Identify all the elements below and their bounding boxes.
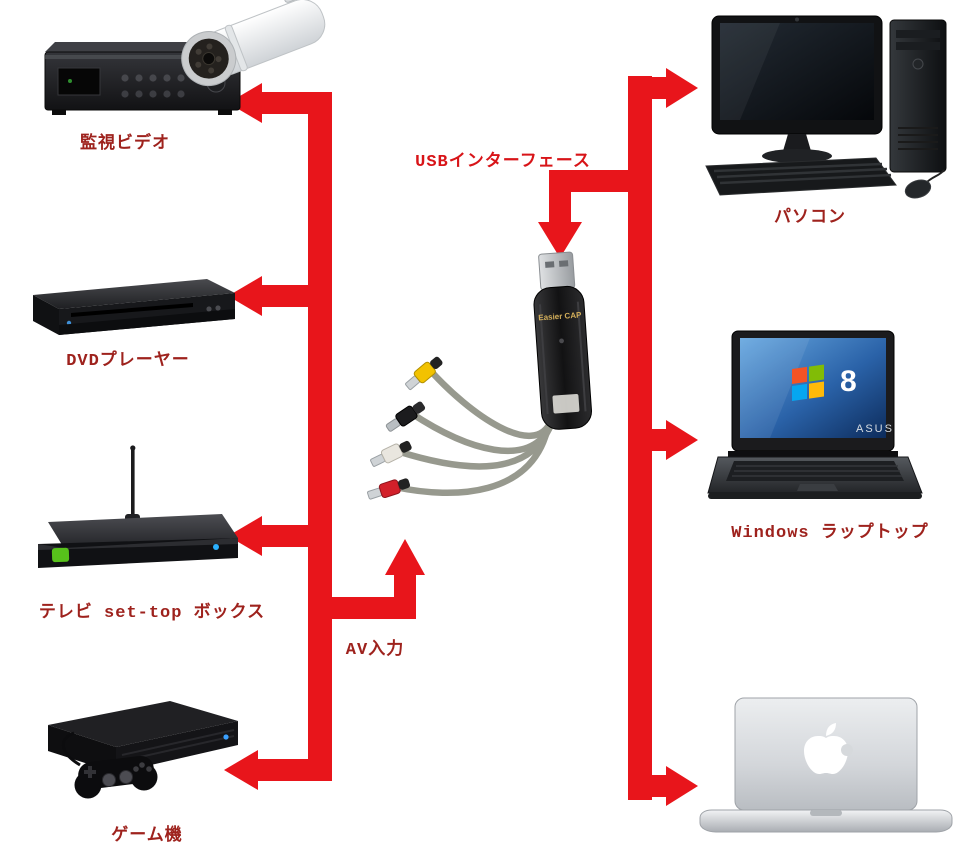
- set-top-box-icon: [38, 445, 238, 568]
- windows-laptop-illustration: 8 ASUS: [707, 325, 925, 510]
- usb-capture-device-illustration: Easier CAP: [345, 245, 610, 535]
- usb-interface-label: USBインターフェース: [415, 153, 591, 172]
- rca-red-connector: [367, 478, 411, 500]
- arrow-to-pc: [650, 68, 698, 108]
- laptop-brand-text: ASUS: [856, 423, 894, 435]
- dvd-player-icon: [33, 279, 235, 335]
- s-video-connector: [385, 401, 426, 432]
- cctv-camera-icon: [181, 0, 326, 87]
- desktop-pc-illustration: [700, 8, 960, 203]
- windows-version-text: 8: [840, 365, 857, 398]
- set-top-box-label: テレビ set-top ボックス: [38, 604, 266, 623]
- av-input-arrow: [330, 539, 425, 619]
- windows-laptop-icon: 8 ASUS: [707, 330, 923, 499]
- rca-yellow-connector: [405, 356, 443, 390]
- desktop-pc-label: パソコン: [774, 209, 846, 228]
- dvd-player-illustration: [25, 265, 240, 350]
- av-input-label: AV入力: [345, 641, 405, 660]
- windows-laptop-label: Windows ラップトップ: [731, 524, 929, 543]
- surveillance-label: 監視ビデオ: [80, 135, 170, 154]
- usb-interface-arrow: [538, 170, 628, 258]
- game-console-label: ゲーム機: [111, 827, 183, 846]
- macbook-illustration: [692, 688, 960, 848]
- rca-white-connector: [370, 440, 412, 467]
- macbook-icon: [699, 697, 953, 833]
- av-cables: [391, 365, 555, 497]
- arrow-to-settop: [228, 516, 310, 556]
- windows-logo-icon: [792, 364, 824, 401]
- usb-capture-stick-icon: Easier CAP: [533, 251, 592, 430]
- set-top-box-illustration: [20, 440, 245, 590]
- arrow-to-laptop: [650, 420, 698, 460]
- dvd-player-label: DVDプレーヤー: [66, 352, 190, 371]
- left-trunk: [308, 92, 332, 781]
- arrow-to-surveillance: [228, 83, 310, 123]
- arrow-to-macbook: [650, 766, 698, 806]
- right-trunk: [628, 76, 652, 800]
- arrow-to-game: [224, 750, 310, 790]
- game-console-icon: [48, 701, 238, 799]
- apple-logo-icon: [804, 723, 853, 774]
- desktop-pc-icon: [705, 15, 947, 199]
- capture-brand-text: Easier CAP: [538, 310, 582, 322]
- game-console-illustration: [30, 695, 250, 810]
- surveillance-illustration: [30, 0, 330, 125]
- arrow-to-dvd: [228, 276, 310, 316]
